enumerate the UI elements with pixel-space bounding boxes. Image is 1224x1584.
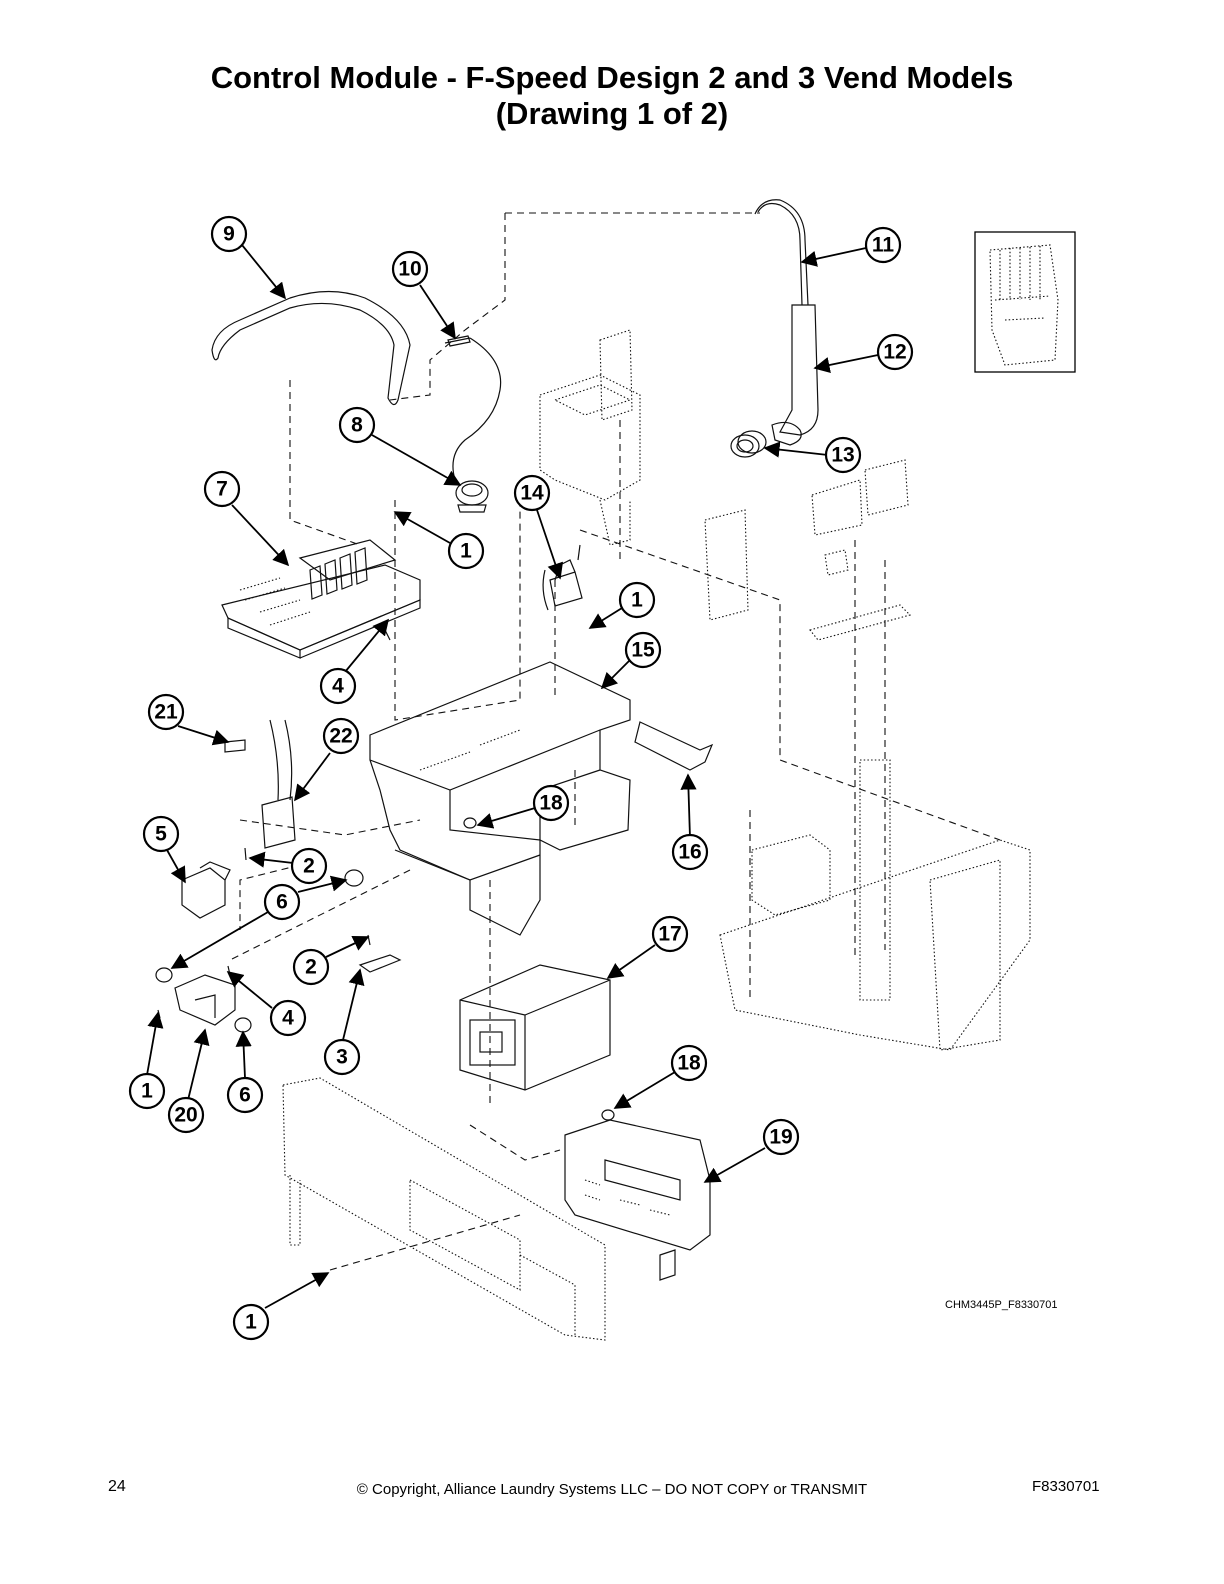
callout-16: 16 bbox=[671, 833, 709, 871]
assembly-lines bbox=[229, 212, 1001, 1271]
callout-3-label: 3 bbox=[336, 1046, 348, 1069]
title-line-1: Control Module - F-Speed Design 2 and 3 … bbox=[210, 60, 1014, 95]
transformer-outline bbox=[539, 329, 641, 546]
callout-6b: 6 bbox=[226, 1076, 264, 1114]
callout-6a: 6 bbox=[263, 883, 301, 921]
callout-4b: 4 bbox=[269, 999, 307, 1037]
part-17-housing bbox=[459, 964, 611, 1091]
page-number: 24 bbox=[108, 1478, 126, 1495]
callout-9-label: 9 bbox=[223, 223, 235, 246]
callout-15: 15 bbox=[624, 631, 662, 669]
leader-lines bbox=[146, 244, 879, 1309]
callout-18b: 18 bbox=[670, 1044, 708, 1082]
callout-1d: 1 bbox=[232, 1303, 270, 1341]
callout-2a: 2 bbox=[290, 847, 328, 885]
callout-7-label: 7 bbox=[216, 478, 228, 501]
part-19-display-board bbox=[564, 1119, 711, 1281]
callout-12-label: 12 bbox=[883, 341, 906, 364]
callout-6a-label: 6 bbox=[276, 891, 288, 914]
callout-13: 13 bbox=[824, 436, 862, 474]
title-line-2: (Drawing 1 of 2) bbox=[495, 96, 729, 131]
callout-17: 17 bbox=[651, 915, 689, 953]
callout-22-label: 22 bbox=[329, 725, 352, 748]
callout-2a-label: 2 bbox=[303, 855, 315, 878]
callout-1b: 1 bbox=[618, 581, 656, 619]
callout-5: 5 bbox=[142, 815, 180, 853]
callout-1c: 1 bbox=[128, 1072, 166, 1110]
callout-19: 19 bbox=[762, 1118, 800, 1156]
drawing-reference-code: CHM3445P_F8330701 bbox=[945, 1299, 1058, 1311]
callout-20-label: 20 bbox=[174, 1104, 197, 1127]
callout-19-label: 19 bbox=[769, 1126, 792, 1149]
callout-2b-label: 2 bbox=[305, 956, 317, 979]
callout-13-label: 13 bbox=[831, 444, 854, 467]
small-parts bbox=[155, 629, 615, 1121]
callout-11-label: 11 bbox=[872, 234, 895, 257]
callout-20: 20 bbox=[167, 1096, 205, 1134]
part-9-harness bbox=[211, 290, 411, 406]
part-11-12-13-antenna bbox=[730, 199, 819, 458]
console-panel-outline bbox=[282, 1077, 606, 1341]
part-7-control-board bbox=[221, 539, 421, 659]
lower-chassis-outline bbox=[719, 759, 1031, 1051]
part-15-main-bracket bbox=[369, 661, 631, 936]
callout-3: 3 bbox=[323, 1038, 361, 1076]
callout-9: 9 bbox=[210, 215, 248, 253]
callout-11: 11 bbox=[864, 226, 902, 264]
callout-14-label: 14 bbox=[520, 482, 544, 505]
callout-1a: 1 bbox=[447, 532, 485, 570]
callout-21-label: 21 bbox=[154, 701, 178, 724]
callout-14: 14 bbox=[513, 474, 551, 512]
callout-8: 8 bbox=[338, 406, 376, 444]
callout-2b: 2 bbox=[292, 948, 330, 986]
part-16-bracket bbox=[634, 721, 714, 771]
callout-22: 22 bbox=[322, 717, 360, 755]
callout-17-label: 17 bbox=[658, 923, 681, 946]
callout-5-label: 5 bbox=[155, 823, 167, 846]
callout-8-label: 8 bbox=[351, 414, 363, 437]
callout-4b-label: 4 bbox=[282, 1007, 294, 1030]
inset-thumbnail bbox=[974, 231, 1076, 373]
copyright-notice: © Copyright, Alliance Laundry Systems LL… bbox=[356, 1481, 868, 1498]
callout-1c-label: 1 bbox=[141, 1080, 153, 1103]
callout-1a-label: 1 bbox=[460, 540, 472, 563]
callout-bubbles: 9 10 11 12 13 8 7 1 14 1 15 4 21 22 18 1… bbox=[128, 215, 914, 1341]
page-title: Control Module - F-Speed Design 2 and 3 … bbox=[0, 60, 1224, 132]
part-8-pressure-switch bbox=[455, 480, 489, 513]
callout-18b-label: 18 bbox=[677, 1052, 701, 1075]
contactor-outlines bbox=[704, 459, 912, 641]
part-10-hose bbox=[444, 337, 502, 481]
document-number: F8330701 bbox=[1032, 1478, 1100, 1495]
callout-15-label: 15 bbox=[631, 639, 655, 662]
callout-18a-label: 18 bbox=[539, 792, 563, 815]
callout-21: 21 bbox=[147, 693, 185, 731]
callout-18a: 18 bbox=[532, 784, 570, 822]
callout-4a: 4 bbox=[319, 667, 357, 705]
callout-7: 7 bbox=[203, 470, 241, 508]
callout-10: 10 bbox=[391, 250, 429, 288]
part-14-relay bbox=[542, 544, 583, 611]
callout-12: 12 bbox=[876, 333, 914, 371]
callout-6b-label: 6 bbox=[239, 1084, 251, 1107]
callout-1b-label: 1 bbox=[631, 589, 643, 612]
callout-16-label: 16 bbox=[678, 841, 701, 864]
callout-4a-label: 4 bbox=[332, 675, 344, 698]
callout-10-label: 10 bbox=[398, 258, 421, 281]
callout-1d-label: 1 bbox=[245, 1311, 257, 1334]
